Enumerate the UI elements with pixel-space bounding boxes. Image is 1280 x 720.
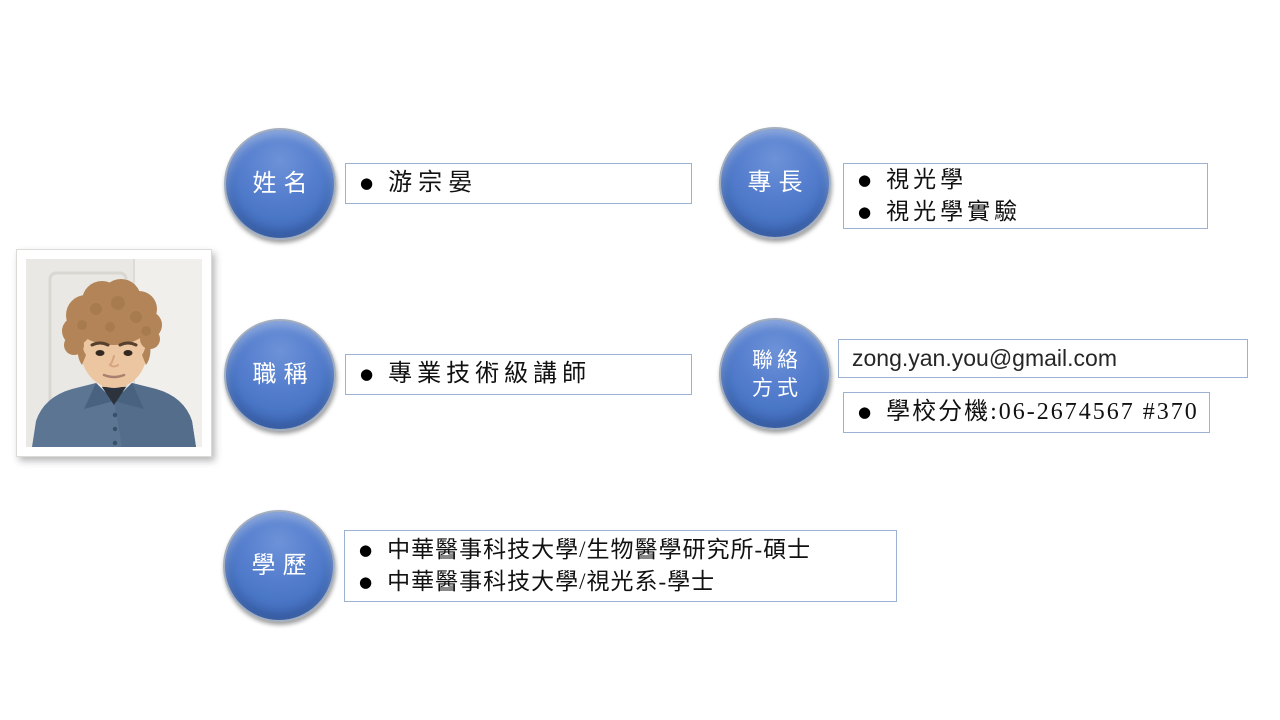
profile-photo-frame	[16, 249, 212, 457]
name-row: ● 游宗晏	[356, 167, 681, 200]
bullet-icon: ●	[360, 365, 374, 384]
bullet-icon: ●	[359, 572, 373, 591]
circle-label-specialty-text: 專長	[747, 169, 810, 196]
circle-label-name: 姓名	[224, 128, 336, 240]
email-row: zong.yan.you@gmail.com	[849, 343, 1237, 375]
circle-label-name-text: 姓名	[252, 170, 315, 197]
bullet-icon: ●	[359, 540, 373, 559]
bullet-icon: ●	[858, 403, 872, 422]
phone-row: ● 學校分機:06-2674567 #370	[854, 396, 1199, 429]
education-row-2: ● 中華醫事科技大學/視光系-學士	[355, 566, 886, 598]
name-box: ● 游宗晏	[345, 163, 692, 204]
portrait-photo	[26, 259, 202, 447]
specialty-box: ● 視光學 ● 視光學實驗	[843, 163, 1208, 229]
circle-label-contact-line2: 方式	[752, 376, 802, 400]
specialty-value-1: 視光學	[886, 167, 968, 193]
email-box: zong.yan.you@gmail.com	[838, 339, 1248, 378]
bullet-icon: ●	[360, 174, 374, 193]
education-value-1: 中華醫事科技大學/生物醫學研究所-碩士	[387, 537, 812, 563]
phone-value: 學校分機:06-2674567 #370	[886, 398, 1199, 425]
education-box: ● 中華醫事科技大學/生物醫學研究所-碩士 ● 中華醫事科技大學/視光系-學士	[344, 530, 897, 602]
circle-label-specialty: 專長	[719, 127, 831, 239]
circle-label-education-text: 學歷	[251, 552, 314, 579]
name-value: 游宗晏	[388, 169, 479, 196]
email-value: zong.yan.you@gmail.com	[852, 344, 1117, 371]
specialty-row-1: ● 視光學	[854, 164, 1197, 196]
bullet-icon: ●	[858, 202, 872, 221]
title-value: 專業技術級講師	[388, 360, 592, 387]
title-row: ● 專業技術級講師	[356, 358, 681, 391]
phone-box: ● 學校分機:06-2674567 #370	[843, 392, 1210, 433]
specialty-row-2: ● 視光學實驗	[854, 196, 1197, 228]
circle-label-contact: 聯絡 方式	[719, 318, 831, 430]
circle-label-education: 學歷	[223, 510, 335, 622]
specialty-value-2: 視光學實驗	[886, 199, 1022, 224]
title-box: ● 專業技術級講師	[345, 354, 692, 395]
circle-label-title: 職稱	[224, 319, 336, 431]
circle-label-contact-line1: 聯絡	[752, 347, 802, 372]
education-value-2: 中華醫事科技大學/視光系-學士	[387, 569, 716, 594]
circle-label-title-text: 職稱	[252, 361, 315, 388]
bullet-icon: ●	[858, 170, 872, 189]
education-row-1: ● 中華醫事科技大學/生物醫學研究所-碩士	[355, 534, 886, 566]
